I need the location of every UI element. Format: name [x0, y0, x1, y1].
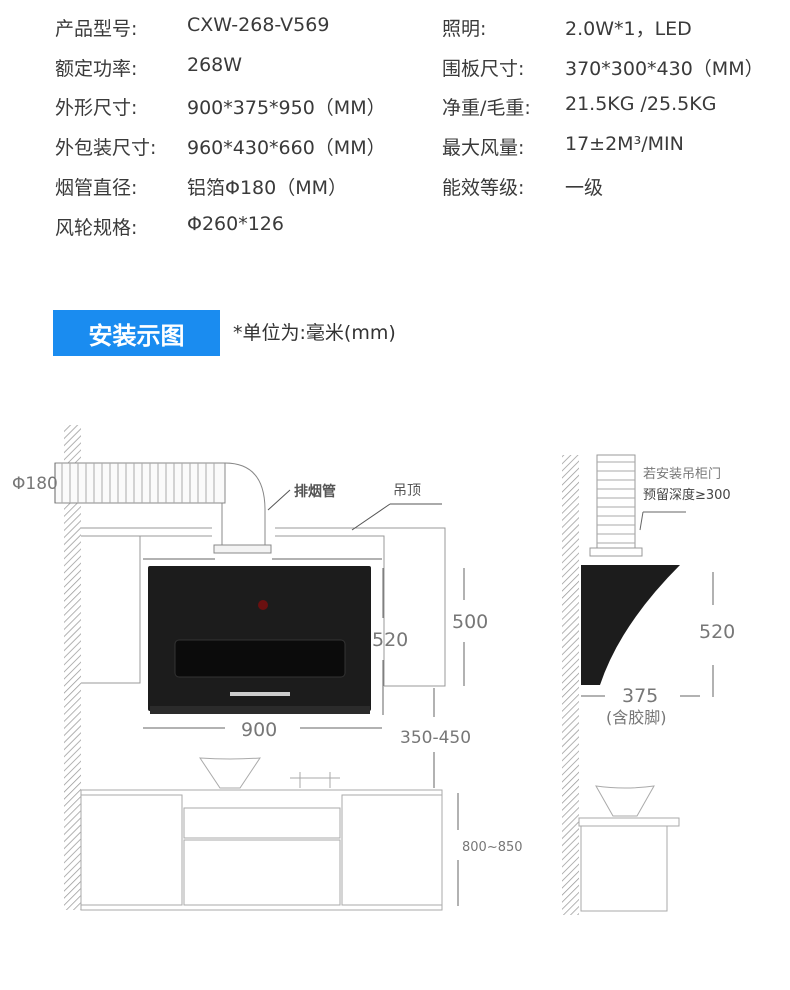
unit-note: *单位为:毫米(mm)	[233, 322, 396, 344]
side-counter	[578, 785, 680, 912]
spec-label: 照明:	[442, 18, 487, 40]
spec-value: 铝箔Φ180（MM）	[187, 177, 348, 199]
spec-value: 17±2M³/MIN	[565, 133, 684, 155]
side-pipe	[589, 454, 643, 557]
height-label: 520	[372, 629, 408, 651]
spec-label: 外形尺寸:	[55, 97, 138, 119]
spec-label: 最大风量:	[442, 137, 525, 159]
ceiling-cabinets	[81, 489, 446, 687]
width-label: 900	[241, 719, 277, 741]
spec-label: 能效等级:	[442, 177, 525, 199]
exhaust-pipe-label: 排烟管	[294, 483, 336, 500]
spec-label: 风轮规格:	[55, 217, 138, 239]
exhaust-pipe	[54, 462, 272, 554]
side-wall	[562, 455, 579, 915]
wall	[64, 425, 81, 910]
ceiling-label: 吊顶	[393, 483, 421, 499]
range-hood-front	[148, 566, 371, 714]
spec-value: 2.0W*1，LED	[565, 18, 692, 40]
kitchen-counter	[80, 757, 443, 911]
spec-label: 产品型号:	[55, 18, 138, 40]
spec-label: 围板尺寸:	[442, 58, 525, 80]
spec-value: 268W	[187, 54, 243, 76]
gap-label: 350-450	[400, 728, 471, 748]
spec-label: 外包装尺寸:	[55, 137, 157, 159]
spec-value: 一级	[565, 177, 604, 199]
side-note-line2: 预留深度≥300	[643, 487, 731, 503]
spec-label: 额定功率:	[55, 58, 138, 80]
spec-value: CXW-268-V569	[187, 14, 330, 36]
spec-value: 900*375*950（MM）	[187, 97, 386, 119]
side-note-line1: 若安装吊柜门	[643, 466, 721, 482]
depth-label: 375	[622, 685, 658, 707]
pipe-diameter-label: Φ180	[12, 474, 58, 494]
cabinet-height-label: 500	[452, 611, 488, 633]
section-title-badge: 安装示图	[53, 310, 220, 356]
spec-label: 烟管直径:	[55, 177, 138, 199]
range-hood-side	[581, 565, 680, 685]
depth-note: (含胶脚)	[606, 708, 667, 727]
counter-height-label: 800~850	[462, 840, 523, 855]
side-height-label: 520	[699, 621, 735, 643]
spec-value: Φ260*126	[187, 213, 284, 235]
spec-value: 21.5KG /25.5KG	[565, 93, 717, 115]
spec-value: 370*300*430（MM）	[565, 58, 764, 80]
spec-label: 净重/毛重:	[442, 97, 531, 119]
spec-value: 960*430*660（MM）	[187, 137, 386, 159]
